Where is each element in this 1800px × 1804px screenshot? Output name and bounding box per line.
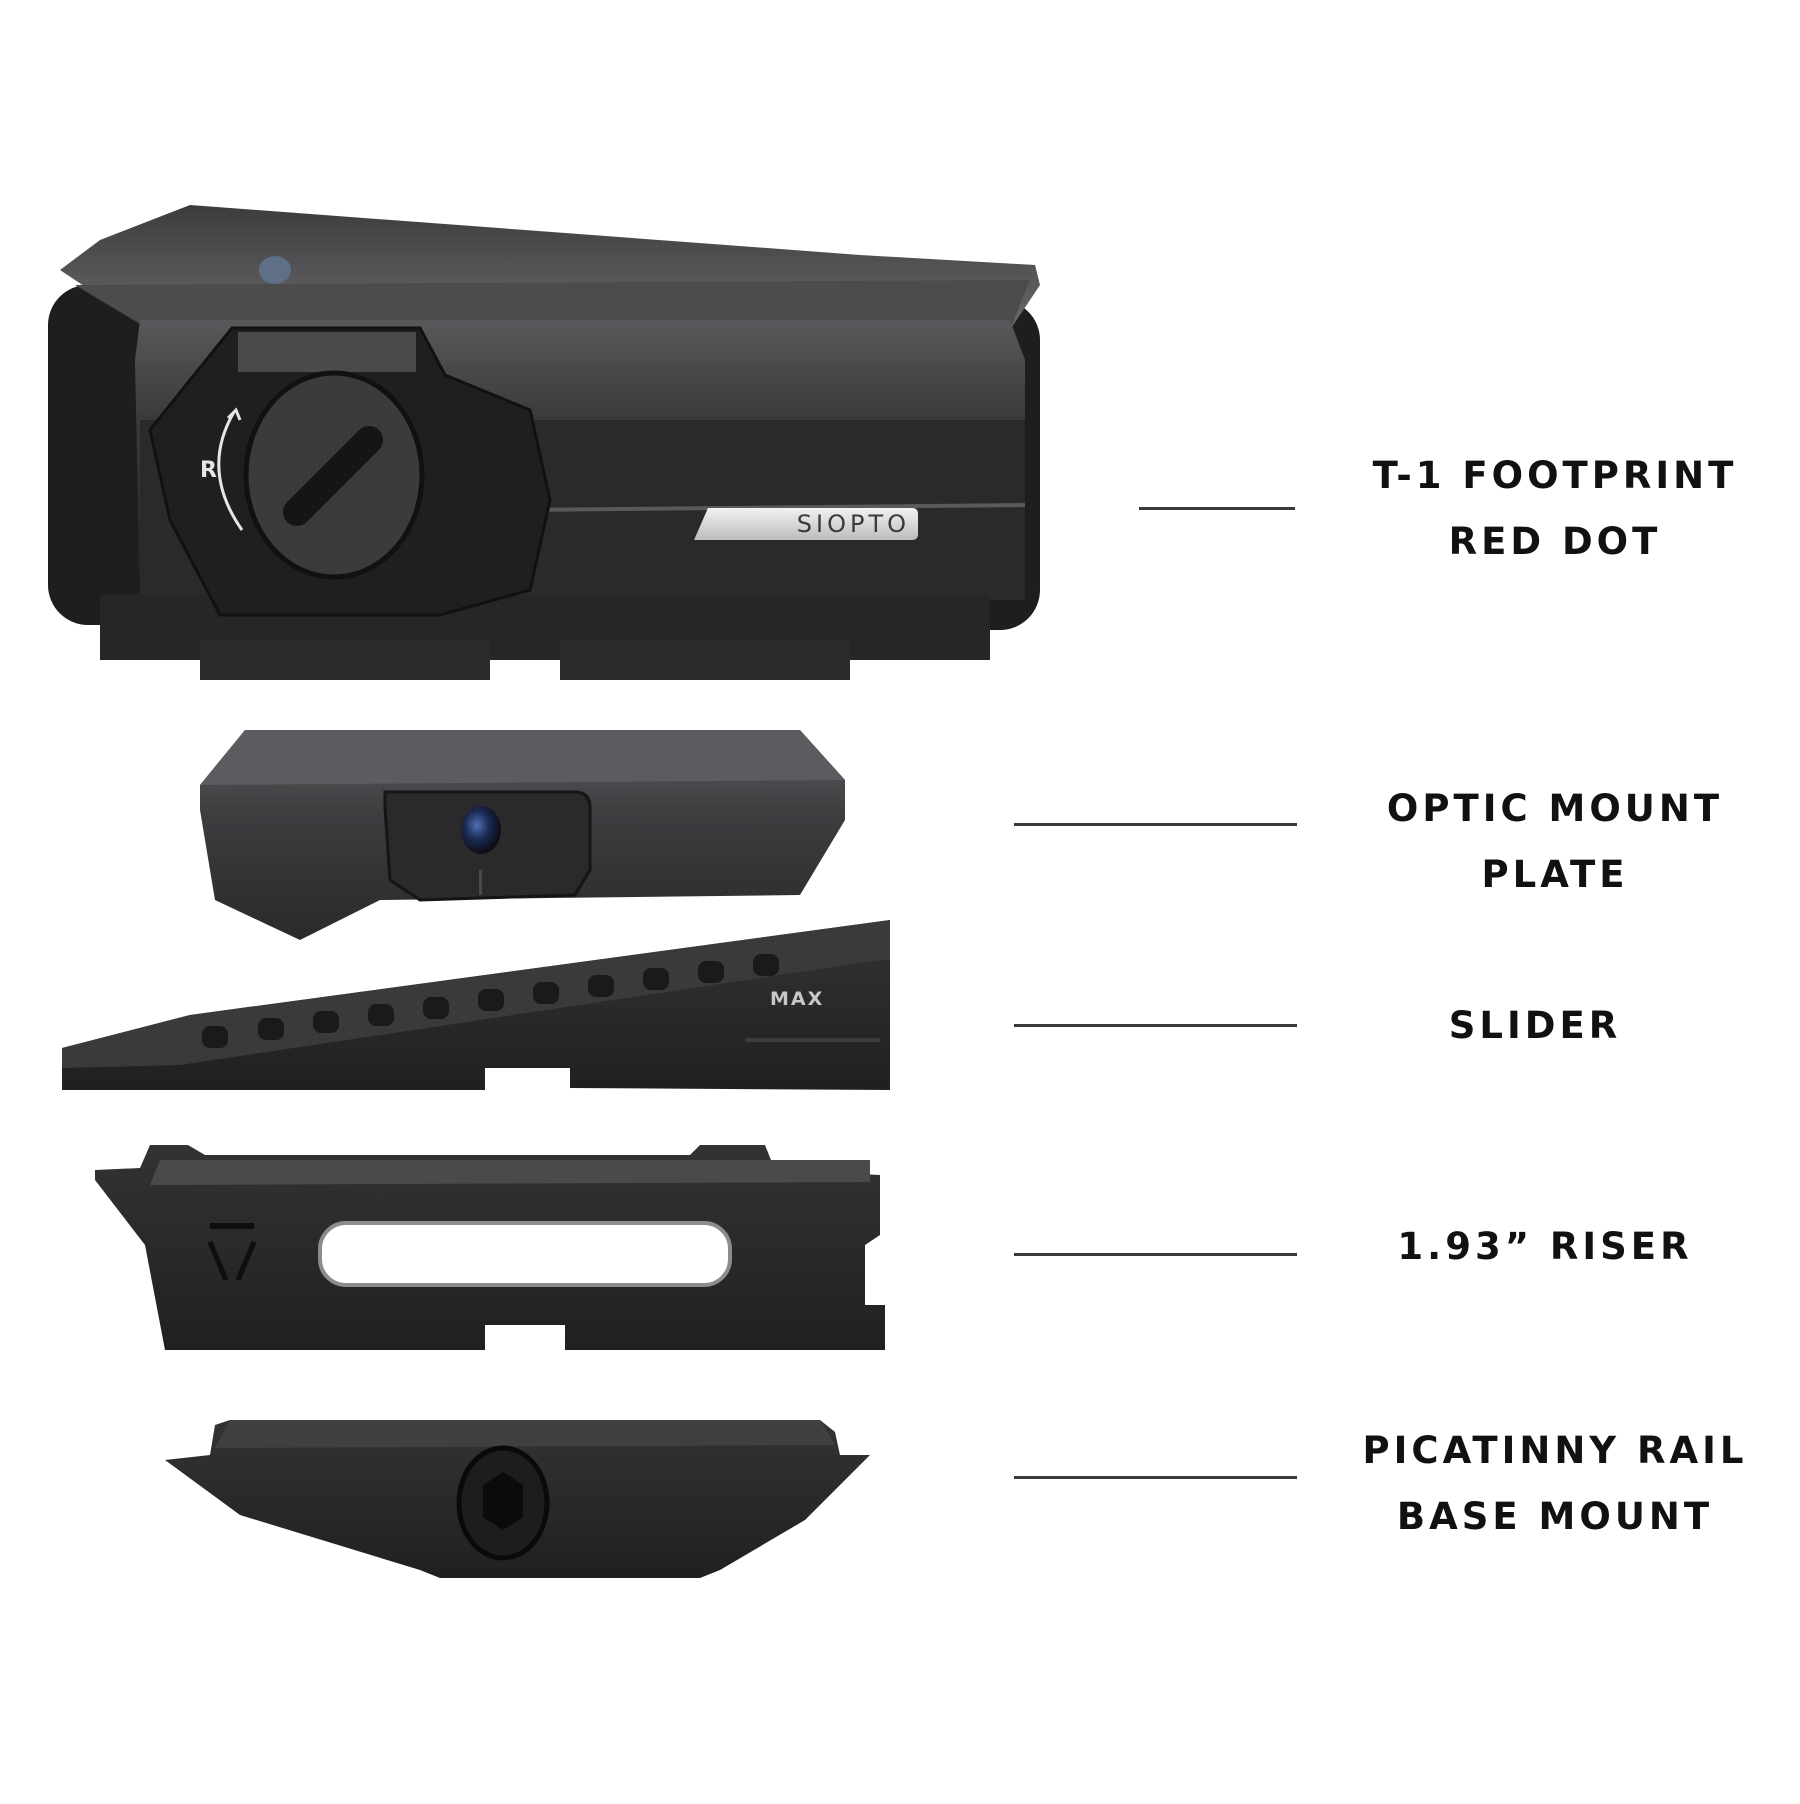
label-line: SLIDER [1448,1004,1622,1047]
leader-line-red-dot [1139,507,1295,510]
label-line: T-1 FOOTPRINT [1372,454,1738,497]
label-line: PICATINNY RAIL [1362,1429,1748,1472]
label-riser: 1.93” RISER [1320,1214,1770,1280]
rear-lens-cap [48,285,158,625]
label-line: OPTIC MOUNT [1386,787,1724,830]
riser-window [318,1221,732,1287]
slider-max-marking: MAX [770,988,825,1010]
label-line: BASE MOUNT [1396,1495,1714,1538]
mount-screw-head [461,806,501,854]
brand-plate [694,508,918,540]
slider-detents [202,954,779,1048]
hex-socket-icon [483,1472,523,1530]
down-arrow-icon [207,1241,257,1281]
red-dot-sight [48,205,1040,680]
rotation-arrow-icon [217,411,244,531]
leader-line-slider [1014,1024,1297,1027]
label-red-dot: T-1 FOOTPRINT RED DOT [1330,443,1780,575]
label-slider: SLIDER [1310,993,1760,1059]
riser-part [95,1145,885,1350]
label-picatinny-base: PICATINNY RAIL BASE MOUNT [1330,1418,1780,1550]
top-screw [259,256,291,284]
leader-line-optic-mount-plate [1014,823,1297,826]
label-line: 1.93” RISER [1397,1225,1693,1268]
label-line: PLATE [1481,853,1629,896]
label-line: RED DOT [1448,520,1662,563]
picatinny-base-part [165,1420,870,1578]
label-optic-mount-plate: OPTIC MOUNT PLATE [1330,776,1780,908]
leader-line-riser [1014,1253,1297,1256]
leader-line-picatinny-base [1014,1476,1297,1479]
brand-plate-text: SIOPTO [796,510,910,538]
optic-mount-plate-part [200,730,845,940]
turret-direction-marking: R [200,458,217,483]
slider-part [62,920,890,1090]
turret-slot [282,425,384,527]
